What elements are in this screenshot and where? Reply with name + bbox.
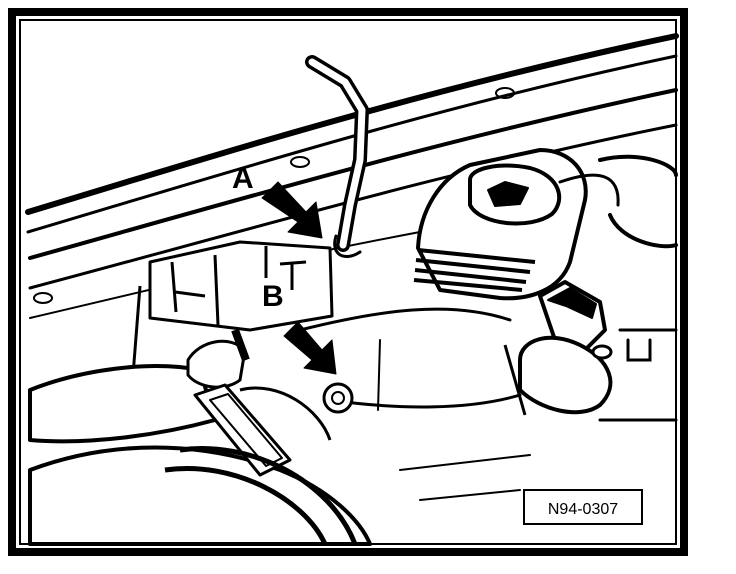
electrical-connector — [503, 280, 613, 416]
reservoir-cap — [413, 148, 588, 301]
tank-body — [558, 154, 678, 422]
callout-label-a: A — [232, 162, 254, 195]
bent-rod — [305, 55, 369, 258]
hose-clamp — [28, 383, 372, 546]
lower-right-structure — [399, 454, 531, 501]
intake-duct — [298, 307, 522, 414]
arrow-b — [283, 321, 337, 375]
arrow-a — [261, 181, 323, 239]
reference-box: N94-0307 — [523, 489, 643, 525]
mounting-bracket — [130, 240, 334, 389]
callout-label-b: B — [262, 280, 284, 313]
reference-number: N94-0307 — [548, 501, 618, 518]
